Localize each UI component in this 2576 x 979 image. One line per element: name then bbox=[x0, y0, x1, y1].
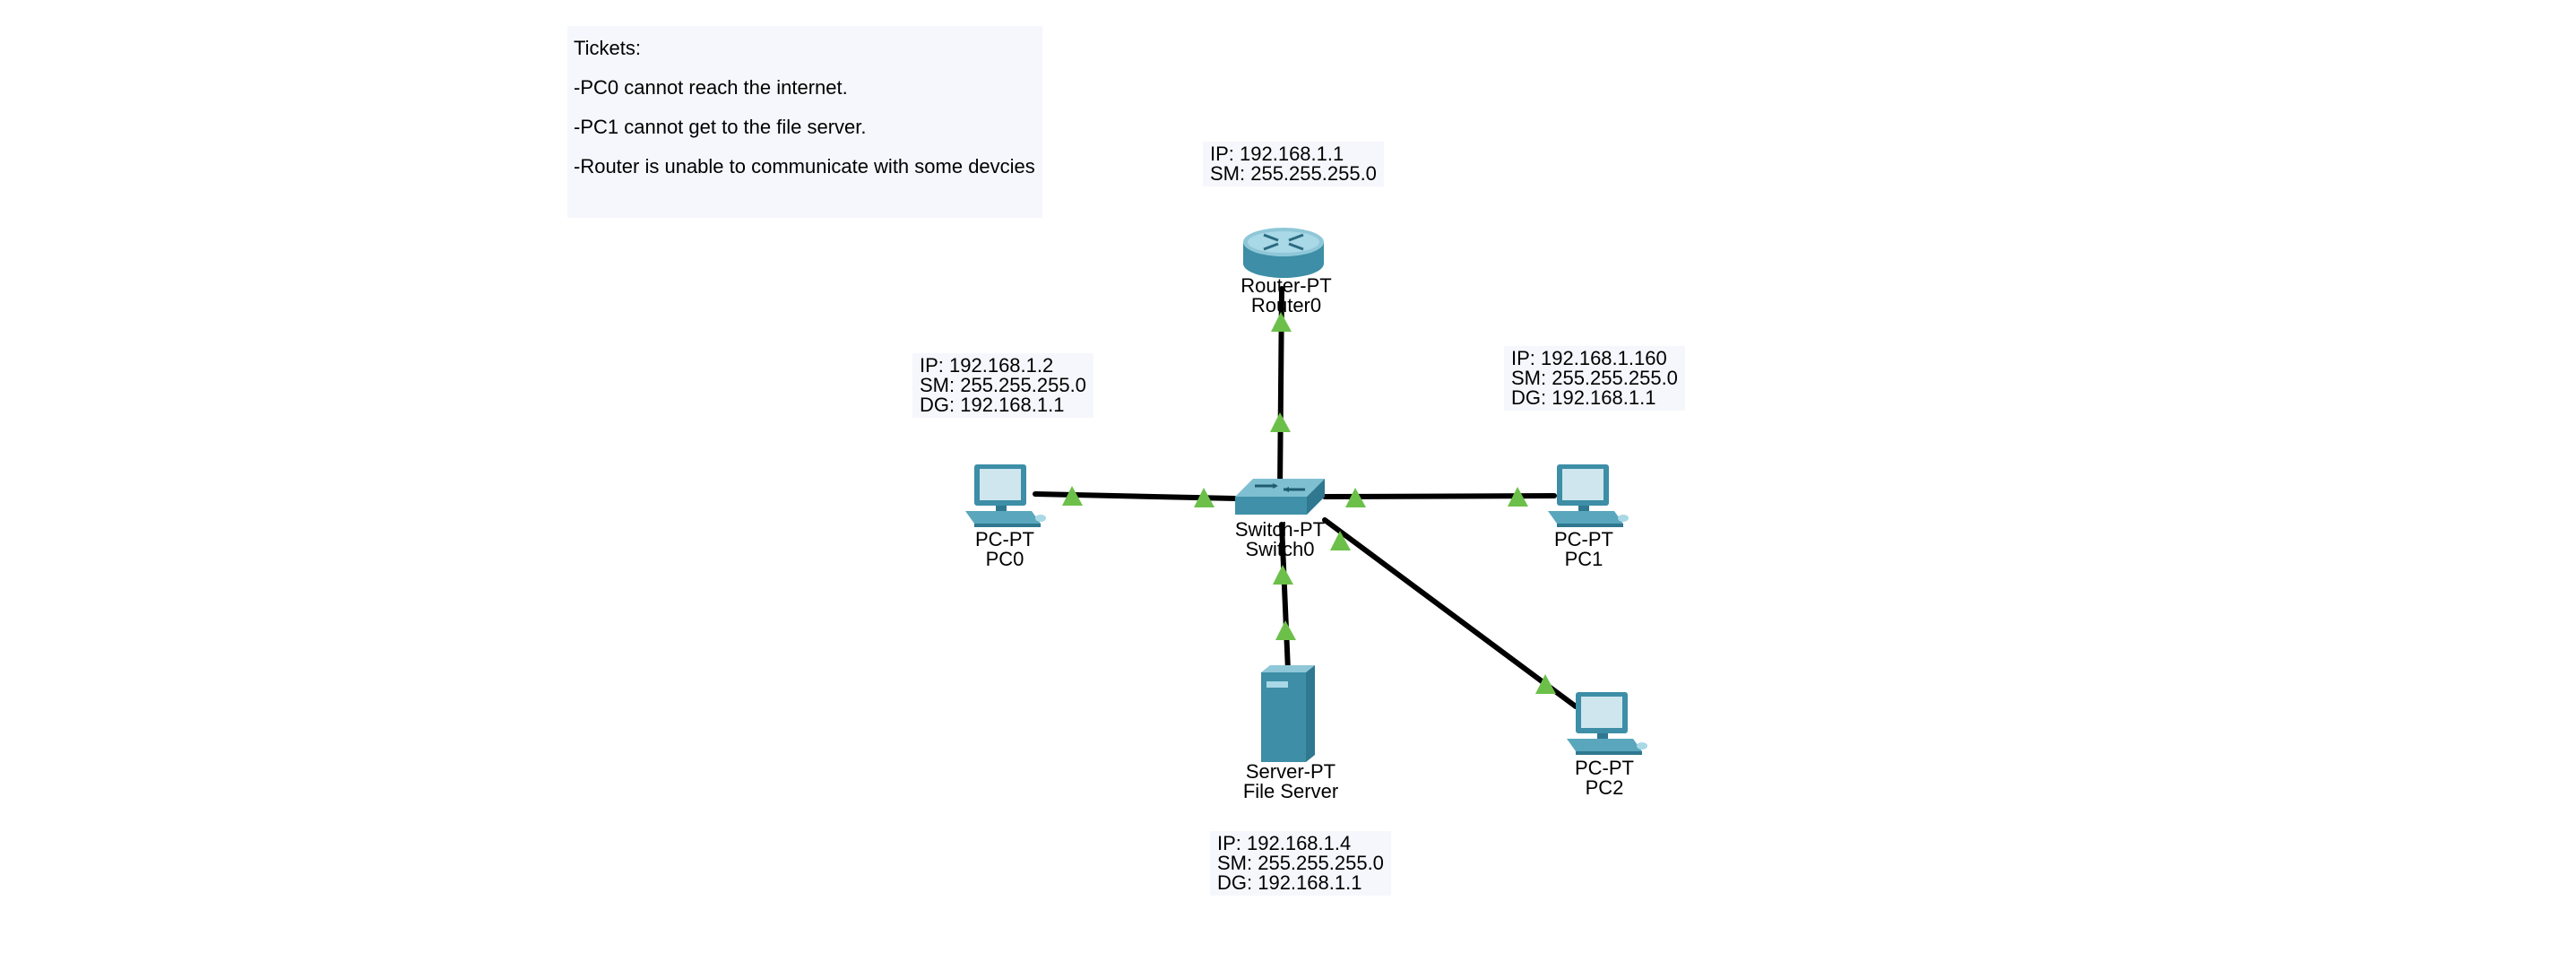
router-ip: IP: 192.168.1.1 bbox=[1210, 143, 1344, 165]
server-subnet-mask: SM: 255.255.255.0 bbox=[1217, 852, 1384, 874]
switch-type: Switch-PT bbox=[1234, 518, 1326, 541]
switch-label: Switch-PT Switch0 bbox=[1235, 520, 1325, 559]
server-ip-note[interactable]: IP: 192.168.1.4 SM: 255.255.255.0 DG: 19… bbox=[1210, 831, 1391, 896]
pc1-label: PC-PT PC1 bbox=[1554, 530, 1613, 569]
pc0-label: PC-PT PC0 bbox=[975, 530, 1034, 569]
pc2-type: PC-PT bbox=[1575, 757, 1634, 779]
pc0-name: PC0 bbox=[985, 548, 1024, 570]
link-switch-pc2[interactable] bbox=[1322, 517, 1578, 709]
link-status-up bbox=[1508, 487, 1528, 507]
router-type: Router-PT bbox=[1240, 274, 1332, 297]
link-status-up bbox=[1345, 488, 1366, 507]
link-status-up bbox=[1275, 620, 1296, 640]
ticket-item: -Router is unable to communicate with so… bbox=[574, 155, 1035, 178]
router-ip-note[interactable]: IP: 192.168.1.1 SM: 255.255.255.0 bbox=[1203, 142, 1384, 186]
pc1-type: PC-PT bbox=[1554, 528, 1613, 550]
computer-icon[interactable] bbox=[1567, 692, 1647, 755]
link-status-up bbox=[1271, 312, 1292, 332]
server-label: Server-PT File Server bbox=[1243, 762, 1338, 801]
server-icon[interactable] bbox=[1261, 665, 1315, 762]
tickets-note[interactable]: Tickets: -PC0 cannot reach the internet.… bbox=[567, 26, 1042, 218]
computer-icon[interactable] bbox=[965, 464, 1046, 527]
link-status-up bbox=[1330, 531, 1351, 550]
router-icon[interactable] bbox=[1243, 228, 1324, 278]
link-status-up bbox=[1273, 565, 1293, 585]
link-status-up bbox=[1270, 412, 1291, 432]
pc1-ip-note[interactable]: IP: 192.168.1.160 SM: 255.255.255.0 DG: … bbox=[1504, 346, 1685, 411]
pc0-ip-note[interactable]: IP: 192.168.1.2 SM: 255.255.255.0 DG: 19… bbox=[912, 353, 1094, 418]
pc0-subnet-mask: SM: 255.255.255.0 bbox=[920, 374, 1086, 396]
pc1-name: PC1 bbox=[1564, 548, 1604, 570]
ticket-item: -PC1 cannot get to the file server. bbox=[574, 116, 867, 138]
router-label: Router-PT Router0 bbox=[1240, 276, 1331, 316]
pc1-default-gateway: DG: 192.168.1.1 bbox=[1511, 386, 1656, 409]
server-default-gateway: DG: 192.168.1.1 bbox=[1217, 871, 1362, 894]
link-status-up bbox=[1535, 674, 1556, 694]
server-ip: IP: 192.168.1.4 bbox=[1217, 832, 1352, 854]
computer-icon[interactable] bbox=[1548, 464, 1629, 527]
server-name: File Server bbox=[1242, 780, 1339, 802]
pc2-label: PC-PT PC2 bbox=[1575, 758, 1634, 798]
pc1-ip: IP: 192.168.1.160 bbox=[1511, 347, 1667, 369]
link-status-up bbox=[1062, 486, 1083, 506]
switch-name: Switch0 bbox=[1245, 538, 1315, 560]
pc1-subnet-mask: SM: 255.255.255.0 bbox=[1511, 367, 1678, 389]
ticket-item: -PC0 cannot reach the internet. bbox=[574, 76, 848, 99]
switch-icon[interactable] bbox=[1235, 479, 1325, 515]
router-name: Router0 bbox=[1250, 294, 1322, 316]
pc0-ip: IP: 192.168.1.2 bbox=[920, 354, 1054, 377]
tickets-title: Tickets: bbox=[574, 37, 641, 59]
link-switch-server[interactable] bbox=[1279, 522, 1291, 673]
pc2-name: PC2 bbox=[1585, 776, 1624, 799]
link-status-up bbox=[1194, 488, 1215, 507]
router-subnet-mask: SM: 255.255.255.0 bbox=[1210, 162, 1377, 185]
pc0-type: PC-PT bbox=[975, 528, 1034, 550]
pc0-default-gateway: DG: 192.168.1.1 bbox=[920, 394, 1065, 416]
server-type: Server-PT bbox=[1245, 760, 1336, 783]
